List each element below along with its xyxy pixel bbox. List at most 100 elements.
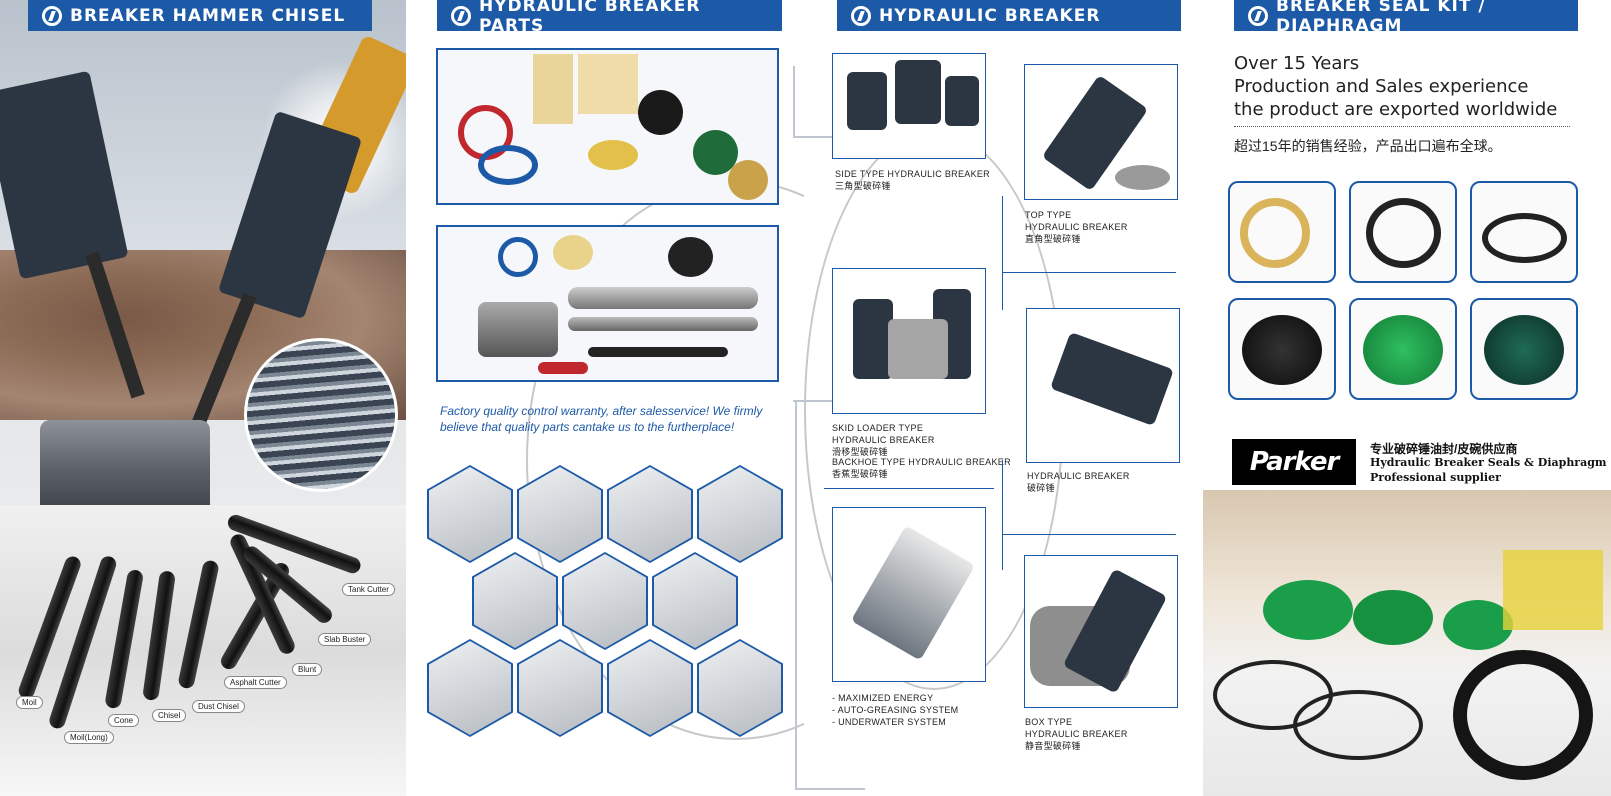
divider-line (1002, 460, 1003, 570)
green-diaphragm (1363, 315, 1443, 385)
yellow-plate (533, 54, 573, 124)
feature-item: - AUTO-GREASING SYSTEM (832, 705, 959, 715)
label-blunt: Blunt (292, 663, 323, 676)
supplier-line: Professional supplier (1370, 471, 1501, 484)
header-title: BREAKER HAMMER CHISEL (70, 5, 346, 26)
hex-tile-rods (427, 465, 513, 563)
intro-text: Over 15 Years Production and Sales exper… (1234, 52, 1557, 121)
dark-green-diaphragm (1484, 315, 1564, 385)
breaker-unit (847, 72, 887, 130)
through-bolt (568, 317, 758, 331)
intro-line: Over 15 Years (1234, 53, 1360, 74)
blue-oring (478, 145, 538, 185)
caption-cn: 香蕉型破碎锤 (832, 469, 888, 479)
caption-en: TOP TYPE (1025, 210, 1072, 220)
black-diaphragm (1242, 315, 1322, 385)
intro-text-cn: 超过15年的销售经验，产品出口遍布全球。 (1234, 138, 1502, 154)
header-breaker-parts: HYDRAULIC BREAKER PARTS (437, 0, 782, 36)
breaker-unit (895, 60, 941, 124)
label-slab-buster: Slab Buster (318, 633, 372, 646)
label-tank-cutter: Tank Cutter (342, 583, 395, 596)
caption-en: HYDRAULIC BREAKER (1027, 471, 1130, 481)
bushing-part (478, 302, 558, 357)
company-logo-icon (1248, 5, 1268, 26)
seals-parts-photo (436, 48, 779, 205)
factory-warranty-text: Factory quality control warranty, after … (440, 404, 763, 434)
seal-tile-black-rings (1349, 181, 1457, 283)
yellow-diaphragm (728, 160, 768, 200)
divider-line (1002, 534, 1176, 535)
parker-logo: Parker (1232, 439, 1356, 485)
caption-backhoe: BACKHOE TYPE HYDRAULIC BREAKER 香蕉型破碎锤 (832, 456, 1011, 480)
yellow-seal (588, 140, 638, 170)
showroom-photo (1203, 490, 1611, 796)
red-wrench (538, 362, 588, 374)
caption-en: HYDRAULIC BREAKER (1025, 222, 1128, 232)
breaker-unit (945, 76, 979, 126)
caption-cn: 滑移型破碎锤 (832, 447, 888, 457)
green-diaphragm (693, 130, 738, 175)
header-title: HYDRAULIC BREAKER PARTS (479, 0, 701, 36)
side-type-breaker-photo (832, 53, 986, 159)
divider-line (1002, 272, 1176, 273)
black-ring (1482, 213, 1567, 263)
box-type-breaker-photo (1024, 555, 1178, 708)
black-ring (1366, 198, 1441, 268)
intro-line: the product are exported worldwide (1234, 99, 1558, 120)
cutaway-breaker-photo (832, 507, 986, 682)
panel-hammer-chisel: Tank Cutter Slab Buster Blunt Asphalt Cu… (0, 0, 406, 796)
supplier-title-cn: 专业破碎锤油封/皮碗供应商 (1370, 442, 1518, 456)
header-hydraulic-breaker: HYDRAULIC BREAKER (837, 0, 1181, 31)
caption-cn: 三角型破碎锤 (835, 181, 891, 191)
deco-line (793, 66, 795, 136)
yellow-packaging (1503, 550, 1603, 630)
black-seal-stack (1453, 650, 1593, 780)
caption-top-type: TOP TYPE HYDRAULIC BREAKER 直角型破碎锤 (1025, 209, 1128, 245)
skid-loader-breaker-photo (832, 268, 986, 414)
label-chisel: Chisel (152, 709, 187, 722)
caption-en: HYDRAULIC BREAKER (1025, 729, 1128, 739)
supplier-title-en: Hydraulic Breaker Seals & Diaphragm Prof… (1370, 455, 1607, 485)
seal-tile-seal-kits (1470, 181, 1578, 283)
seal-tile-yellow-rings (1228, 181, 1336, 283)
feature-item: - MAXIMIZED ENERGY (832, 693, 934, 703)
green-diaphragm (1443, 600, 1513, 650)
yellow-ring (1240, 198, 1310, 268)
seal-tile-dark-green-diaphragm (1470, 298, 1578, 400)
deco-line (795, 788, 865, 790)
caption-box-type: BOX TYPE HYDRAULIC BREAKER 静音型破碎锤 (1025, 716, 1128, 752)
caption-cn: 静音型破碎锤 (1025, 741, 1081, 751)
company-logo-icon (451, 5, 471, 26)
breaker-unit (1050, 331, 1174, 427)
breaker-cutaway (850, 525, 976, 661)
green-diaphragm (1353, 590, 1433, 645)
label-cone: Cone (108, 714, 140, 727)
brand-name: Parker (1249, 447, 1340, 477)
breaker-body-left (0, 70, 129, 280)
caption-en: SKID LOADER TYPE (832, 423, 924, 433)
breaker-unit (853, 299, 893, 379)
hydraulic-breaker-photo (1026, 308, 1180, 463)
label-asphalt-cutter: Asphalt Cutter (224, 676, 287, 689)
header-title: BREAKER SEAL KIT / DIAPHRAGM (1276, 0, 1486, 36)
yellow-plate (578, 54, 638, 114)
caption-en: BOX TYPE (1025, 717, 1073, 727)
feature-item: - UNDERWATER SYSTEM (832, 717, 947, 727)
label-moil: Moil (16, 696, 43, 709)
dotted-divider (1234, 126, 1570, 127)
intro-line: Production and Sales experience (1234, 76, 1529, 97)
divider-line (1002, 196, 1003, 310)
company-logo-icon (851, 5, 871, 26)
piston-rod (568, 287, 758, 309)
header-title: HYDRAULIC BREAKER (879, 5, 1101, 26)
top-type-breaker-photo (1024, 64, 1178, 200)
label-dust-chisel: Dust Chisel (192, 700, 245, 713)
company-logo-icon (42, 5, 62, 26)
seal-tile-green-diaphragm (1349, 298, 1457, 400)
divider-line (824, 488, 994, 489)
caption-hydraulic: HYDRAULIC BREAKER 破碎锤 (1027, 470, 1130, 494)
caption-en: HYDRAULIC BREAKER (832, 435, 935, 445)
rock-block (888, 319, 948, 379)
caption-cn: 破碎锤 (1027, 483, 1055, 493)
feature-list: - MAXIMIZED ENERGY - AUTO-GREASING SYSTE… (832, 692, 958, 728)
